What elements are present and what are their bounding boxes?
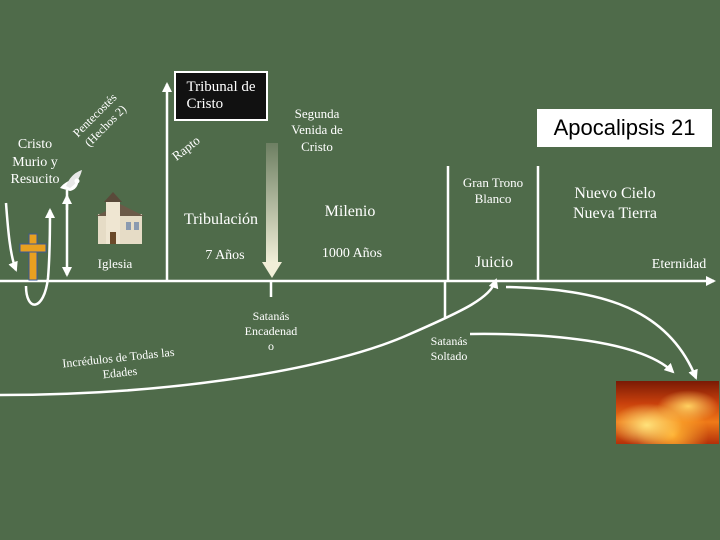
resurrection-loop-up [24,208,55,306]
satanas-to-fire-arrow [469,332,675,374]
cross-icon [19,233,47,281]
tribunal-box: Tribunal de Cristo [174,71,268,121]
juicio-label: Juicio [474,254,514,271]
dove-icon [60,170,82,191]
satanas-soltado-label: Satanás Soltado [430,334,468,363]
segunda-venida-label: Segunda Venida de Cristo [291,106,343,154]
title-label: Apocalipsis 21 [553,115,696,140]
milenio-label: Milenio [324,203,376,220]
siete-anos-label: 7 Años [205,248,245,263]
juicio-to-fire-arrow [505,285,698,380]
eternidad-label: Eternidad [651,257,707,272]
incredulos-curve [0,278,499,397]
tribulacion-label: Tribulación [183,211,259,228]
church-icon [96,192,144,244]
mil-anos-label: 1000 Años [321,246,383,261]
tribunal-label: Tribunal de Cristo [186,79,256,112]
satanas-encadenado-label: Satanás Encadenad o [244,309,298,353]
fire-image [616,381,719,444]
iglesia-label: Iglesia [97,256,133,271]
segunda-venida-shaft [266,143,278,263]
resurrection-loop [4,202,18,272]
cristo-murio-label: Cristo Murio y Resucito [10,137,60,187]
segunda-venida-arrowhead [262,262,282,278]
nuevo-cielo-label: Nuevo Cielo Nueva Tierra [573,185,657,222]
gran-trono-label: Gran Trono Blanco [462,175,524,207]
title-box: Apocalipsis 21 [537,109,712,147]
